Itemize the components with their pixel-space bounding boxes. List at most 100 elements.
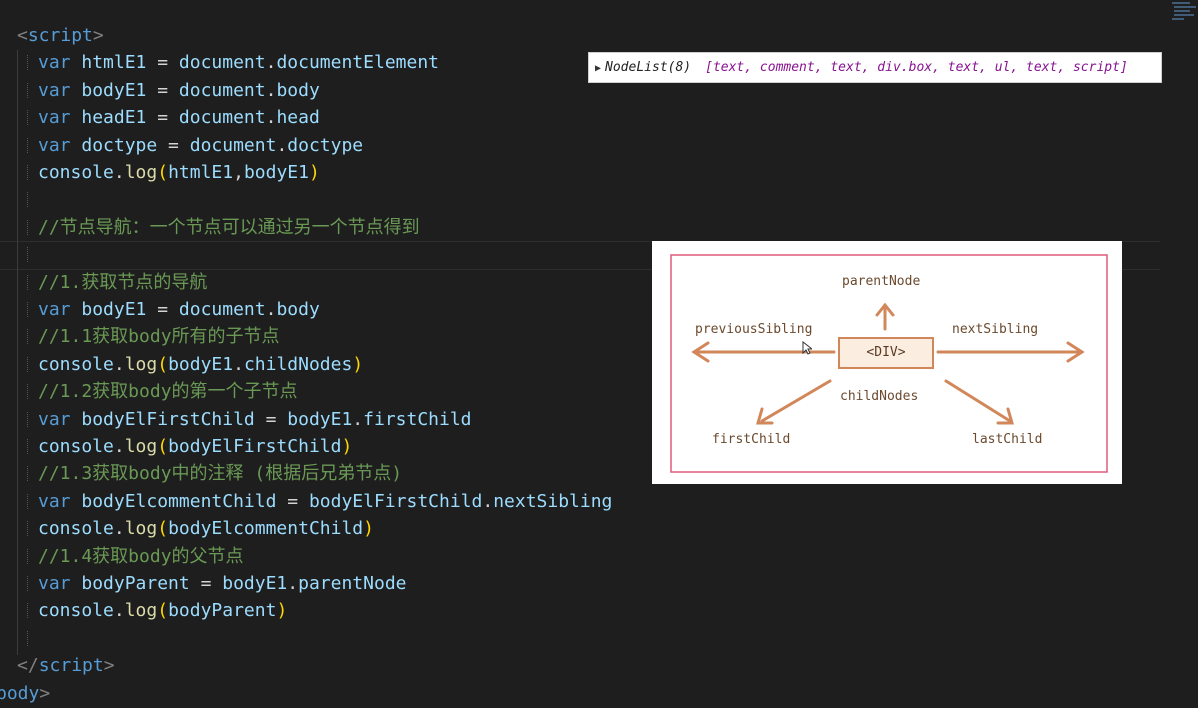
code-token: htmlE1	[81, 52, 147, 74]
code-token: document	[178, 52, 266, 74]
code-token: =	[276, 490, 309, 512]
code-line[interactable]: var bodyElFirstChild = bodyE1.firstChild	[38, 406, 472, 433]
code-token: //1.4获取body的父节点	[38, 545, 244, 567]
code-token: var	[38, 490, 82, 512]
code-line[interactable]: var htmlE1 = document.documentElement	[38, 49, 439, 76]
code-token: (	[157, 162, 169, 183]
code-token: .	[287, 573, 299, 594]
code-line[interactable]: var doctype = document.doctype	[38, 132, 363, 159]
indent-dots	[27, 356, 28, 372]
indent-dots	[27, 466, 28, 482]
code-token: doctype	[287, 134, 364, 156]
nextsibling-label: nextSibling	[952, 322, 1039, 337]
code-token: body	[276, 299, 320, 320]
indent-dots	[27, 274, 28, 290]
code-line[interactable]: console.log(bodyElcommentChild)	[38, 515, 374, 542]
code-line[interactable]: var bodyE1 = document.body	[38, 296, 320, 323]
code-token: var	[38, 52, 82, 74]
code-token: =	[189, 573, 223, 594]
code-line[interactable]: //1.获取节点的导航	[38, 269, 207, 296]
code-line[interactable]: //节点导航：一个节点可以通过另一个节点得到	[38, 214, 420, 241]
code-token: .	[113, 162, 125, 183]
code-token: //1.2获取body的第一个子节点	[38, 381, 298, 403]
code-line[interactable]: console.log(bodyElFirstChild)	[38, 433, 352, 460]
indent-dots	[27, 548, 28, 564]
code-token: body	[276, 79, 320, 101]
code-token: headE1	[81, 107, 147, 129]
code-token: htmlE1	[168, 162, 234, 183]
indent-dots	[27, 247, 28, 263]
code-token: =	[146, 107, 179, 129]
expand-triangle-icon[interactable]: ▶	[595, 63, 602, 74]
code-line[interactable]: //1.1获取body所有的子节点	[38, 323, 280, 350]
code-token: body	[0, 682, 40, 704]
code-token: ,	[233, 162, 244, 183]
code-token: doctype	[81, 134, 158, 156]
code-token: =	[146, 299, 179, 320]
code-token: bodyElcommentChild	[168, 518, 364, 540]
code-line[interactable]: <script>	[17, 22, 104, 49]
code-token: bodyE1	[243, 162, 309, 183]
code-token: head	[276, 107, 320, 129]
code-line[interactable]: console.log(bodyE1.childNodes)	[38, 351, 363, 378]
code-token: )	[352, 353, 364, 375]
indent-dots	[27, 521, 28, 537]
code-token: .	[265, 299, 277, 320]
indent-dots	[27, 411, 28, 427]
indent-dots	[27, 384, 28, 400]
code-token: =	[254, 408, 288, 430]
diagram-arrows	[670, 254, 1108, 473]
code-token: bodyE1	[222, 573, 288, 594]
code-token: .	[113, 600, 125, 622]
code-token: bodyParent	[81, 573, 190, 594]
code-token: .	[276, 134, 288, 156]
code-line[interactable]: body>	[0, 680, 50, 707]
code-token: documentElement	[276, 52, 440, 74]
code-token: var	[38, 408, 82, 430]
code-token: (	[157, 436, 169, 457]
indent-dots	[27, 55, 28, 71]
code-line[interactable]: //1.2获取body的第一个子节点	[38, 378, 298, 405]
code-token: console	[38, 518, 114, 540]
code-token: .	[482, 490, 494, 512]
code-line[interactable]: var bodyParent = bodyE1.parentNode	[38, 570, 407, 597]
indent-dots	[27, 137, 28, 153]
minimap[interactable]	[1170, 0, 1198, 24]
code-token: .	[113, 436, 125, 457]
code-token: var	[38, 299, 82, 320]
nodelist-label: NodeList(8)	[605, 60, 692, 75]
indent-dots	[27, 192, 28, 208]
code-token: console	[38, 600, 114, 622]
code-token: log	[124, 436, 158, 457]
code-line[interactable]: var bodyElcommentChild = bodyElFirstChil…	[38, 488, 612, 515]
code-token: </	[17, 655, 39, 677]
indent-dots	[27, 576, 28, 591]
code-token: .	[265, 52, 277, 74]
code-token: .	[352, 408, 364, 430]
code-token: bodyElcommentChild	[81, 490, 277, 512]
code-line[interactable]: console.log(htmlE1,bodyE1)	[38, 159, 320, 186]
console-nodelist-output[interactable]: ▶NodeList(8)[text, comment, text, div.bo…	[588, 52, 1162, 83]
code-token: //1.获取节点的导航	[38, 271, 208, 293]
previoussibling-label: previousSibling	[695, 322, 813, 337]
code-token: console	[38, 353, 114, 375]
code-token: <	[17, 25, 28, 46]
code-token: >	[103, 655, 115, 677]
code-line[interactable]: </script>	[17, 652, 115, 679]
indent-dots	[27, 302, 28, 317]
indent-dots	[27, 493, 28, 509]
code-token: //节点导航：一个节点可以通过另一个节点得到	[38, 216, 420, 238]
code-token: firstChild	[363, 408, 472, 430]
code-line[interactable]: var headE1 = document.head	[38, 104, 320, 131]
code-token: .	[233, 353, 244, 375]
code-line[interactable]: //1.3获取body中的注释 (根据后兄弟节点)	[38, 460, 402, 487]
code-token: //1.3获取body中的注释 (根据后兄弟节点)	[38, 463, 403, 485]
code-token: )	[363, 518, 374, 540]
code-line[interactable]: var bodyE1 = document.body	[38, 77, 320, 104]
div-node-box: <DIV>	[838, 337, 934, 369]
code-token: childNodes	[243, 353, 353, 375]
code-line[interactable]: //1.4获取body的父节点	[38, 543, 244, 570]
code-token: =	[157, 134, 190, 156]
code-line[interactable]: console.log(bodyParent)	[38, 597, 287, 624]
